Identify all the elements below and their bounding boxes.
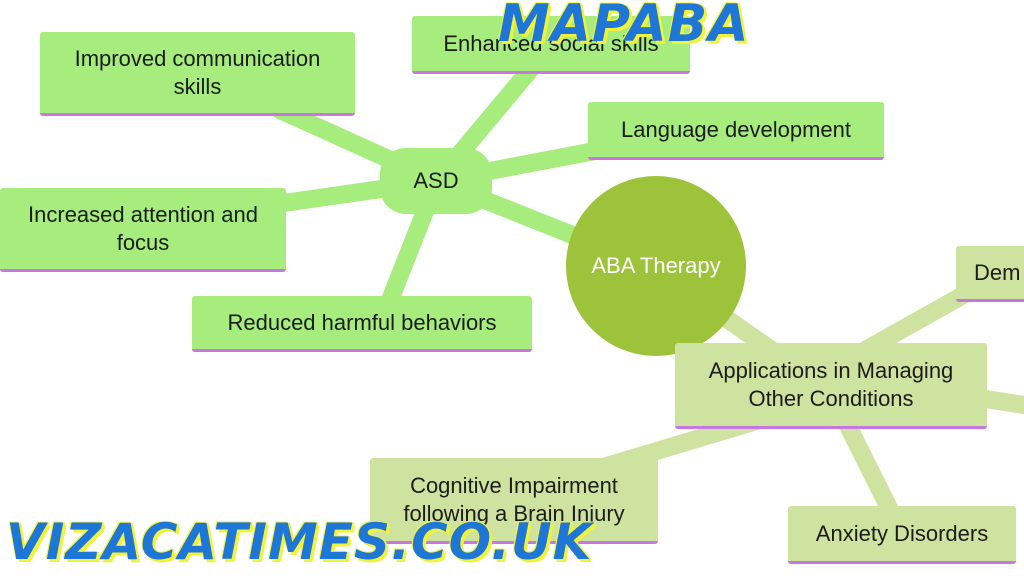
node-asd: ASD	[380, 148, 492, 214]
node-label: Cognitive Impairment following a Brain I…	[403, 472, 625, 526]
root-label: ABA Therapy	[591, 253, 721, 278]
node-increased-attention: Increased attention and focus	[0, 188, 286, 272]
node-improved-communication: Improved communication skills	[40, 32, 355, 116]
node-cognitive-impairment: Cognitive Impairment following a Brain I…	[370, 458, 658, 544]
node-label: Language development	[621, 116, 851, 142]
node-label: Enhanced social skills	[443, 30, 659, 56]
node-enhanced-social-skills: Enhanced social skills	[412, 16, 690, 74]
node-label: Applications in Managing Other Condition…	[708, 357, 954, 411]
node-reduced-harmful-behaviors: Reduced harmful behaviors	[192, 296, 532, 352]
node-applications-other-conditions: Applications in Managing Other Condition…	[675, 343, 987, 429]
node-dem: Dem	[956, 246, 1024, 302]
node-language-development: Language development	[588, 102, 884, 160]
node-label: Anxiety Disorders	[815, 520, 989, 546]
watermark-top: MAPABA	[498, 0, 750, 54]
node-label: ASD	[413, 168, 459, 193]
node-anxiety-disorders: Anxiety Disorders	[788, 506, 1016, 564]
watermark-bottom: VIZACATIMES.CO.UK	[6, 513, 593, 571]
node-aba-therapy-root: ABA Therapy	[566, 176, 746, 356]
node-label: Reduced harmful behaviors	[227, 309, 497, 335]
node-label: Improved communication skills	[74, 45, 321, 99]
node-label: Dem	[974, 259, 1021, 285]
node-label: Increased attention and focus	[28, 201, 258, 255]
